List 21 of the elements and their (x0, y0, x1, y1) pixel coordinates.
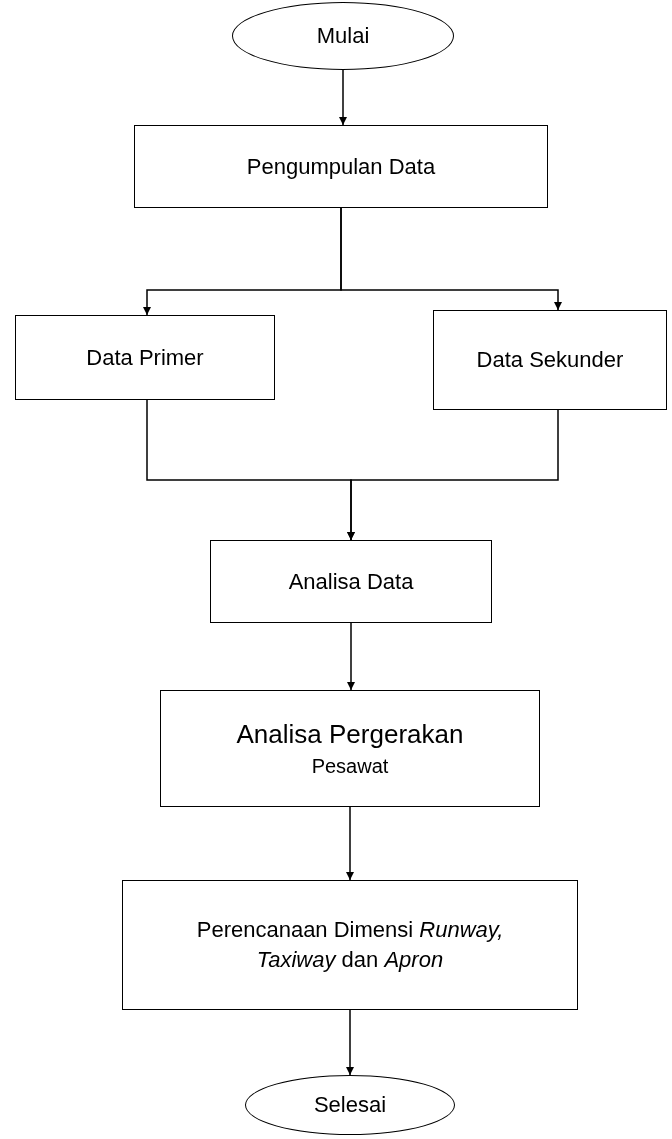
arrow (339, 69, 347, 126)
arrow (347, 622, 355, 691)
arrow (346, 806, 354, 881)
arrow (346, 1009, 354, 1076)
process-box (15, 315, 275, 400)
node-label: Pesawat (311, 753, 389, 779)
process-box (433, 310, 667, 410)
process-box (160, 690, 540, 807)
process-box (134, 125, 548, 208)
arrow (347, 409, 559, 541)
node-label: Data Primer (86, 343, 204, 372)
node-label: Mulai (316, 22, 370, 51)
process-box (122, 880, 578, 1010)
arrow (340, 207, 562, 311)
process-box (210, 540, 492, 623)
node-label: Pengumpulan Data (246, 152, 436, 181)
node-label: Perencanaan Dimensi Runway, Taxiway dan Apron (195, 916, 505, 974)
node-label: Analisa Data (288, 567, 414, 596)
node-label: Selesai (313, 1091, 387, 1120)
node-label: Data Sekunder (476, 346, 624, 375)
node-label: Analisa Pergerakan (236, 718, 464, 752)
